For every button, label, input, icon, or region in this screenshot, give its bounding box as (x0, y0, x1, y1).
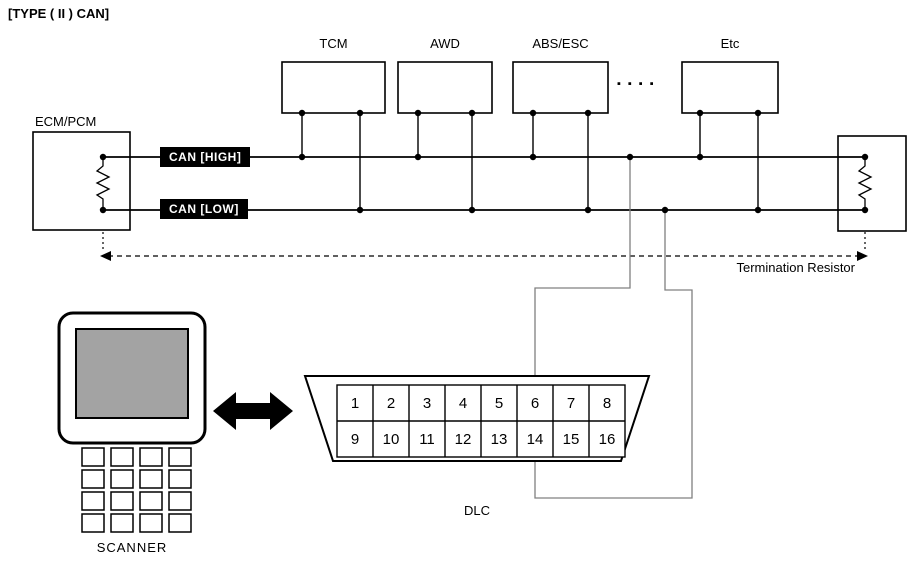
dlc-label: DLC (463, 503, 490, 518)
controller-boxes (32, 61, 907, 232)
dlc-pin-8: 8 (602, 394, 612, 412)
dlc-pin-13: 13 (490, 430, 508, 448)
dlc-pin-3: 3 (422, 394, 432, 412)
dlc-pin-11: 11 (419, 430, 435, 448)
can-high-tag: CAN [HIGH] (160, 147, 251, 167)
scanner-device (57, 311, 207, 533)
dlc-pin-16: 16 (598, 430, 616, 448)
resistor-icon-left (95, 157, 111, 210)
dlc-pin-10: 10 (382, 430, 400, 448)
ecm-pcm-box (32, 131, 131, 231)
resistor-icon-right (857, 157, 873, 210)
etc-box (681, 61, 779, 114)
dlc-pin-7: 7 (566, 394, 576, 412)
scanner-label: SCANNER (96, 540, 168, 555)
dlc-connector-outline (303, 375, 651, 462)
termination-resistors (95, 157, 873, 210)
dlc-pin-12: 12 (454, 430, 472, 448)
ellipsis-dots: ▪▪▪▪ (617, 78, 661, 90)
termination-box-right (837, 135, 907, 232)
tcm-box (281, 61, 386, 114)
termination-arrowheads (100, 251, 868, 261)
junction-dots (99, 109, 869, 457)
awd-label: AWD (430, 36, 460, 51)
dlc-wires (534, 158, 693, 499)
dlc-pin-2: 2 (386, 394, 396, 412)
etc-label: Etc (720, 36, 740, 51)
tcm-label: TCM (319, 36, 348, 51)
ecm-pcm-label: ECM/PCM (35, 114, 97, 129)
double-arrow-icon (213, 392, 293, 430)
termination-span (102, 232, 866, 257)
dlc-pin-9: 9 (350, 430, 360, 448)
abs-esc-box (512, 61, 609, 114)
termination-resistor-label: Termination Resistor (736, 260, 856, 275)
dlc-pin-1: 1 (350, 394, 360, 412)
can-high-to-pin6-wire (534, 158, 631, 388)
awd-box (397, 61, 493, 114)
diagram-title: [TYPE ( II ) CAN] (8, 6, 110, 21)
can-low-tag: CAN [LOW] (160, 199, 248, 219)
module-legs (301, 113, 759, 210)
can-low-to-pin14-wire (534, 211, 693, 499)
scanner-keypad (81, 447, 192, 533)
scanner-screen (75, 328, 189, 419)
dlc-pin-6: 6 (530, 394, 540, 412)
dlc-pin-4: 4 (458, 394, 468, 412)
abs-esc-label: ABS/ESC (532, 36, 589, 51)
dlc-pin-14: 14 (526, 430, 544, 448)
dlc-pin-15: 15 (562, 430, 580, 448)
dlc-pin-5: 5 (494, 394, 504, 412)
